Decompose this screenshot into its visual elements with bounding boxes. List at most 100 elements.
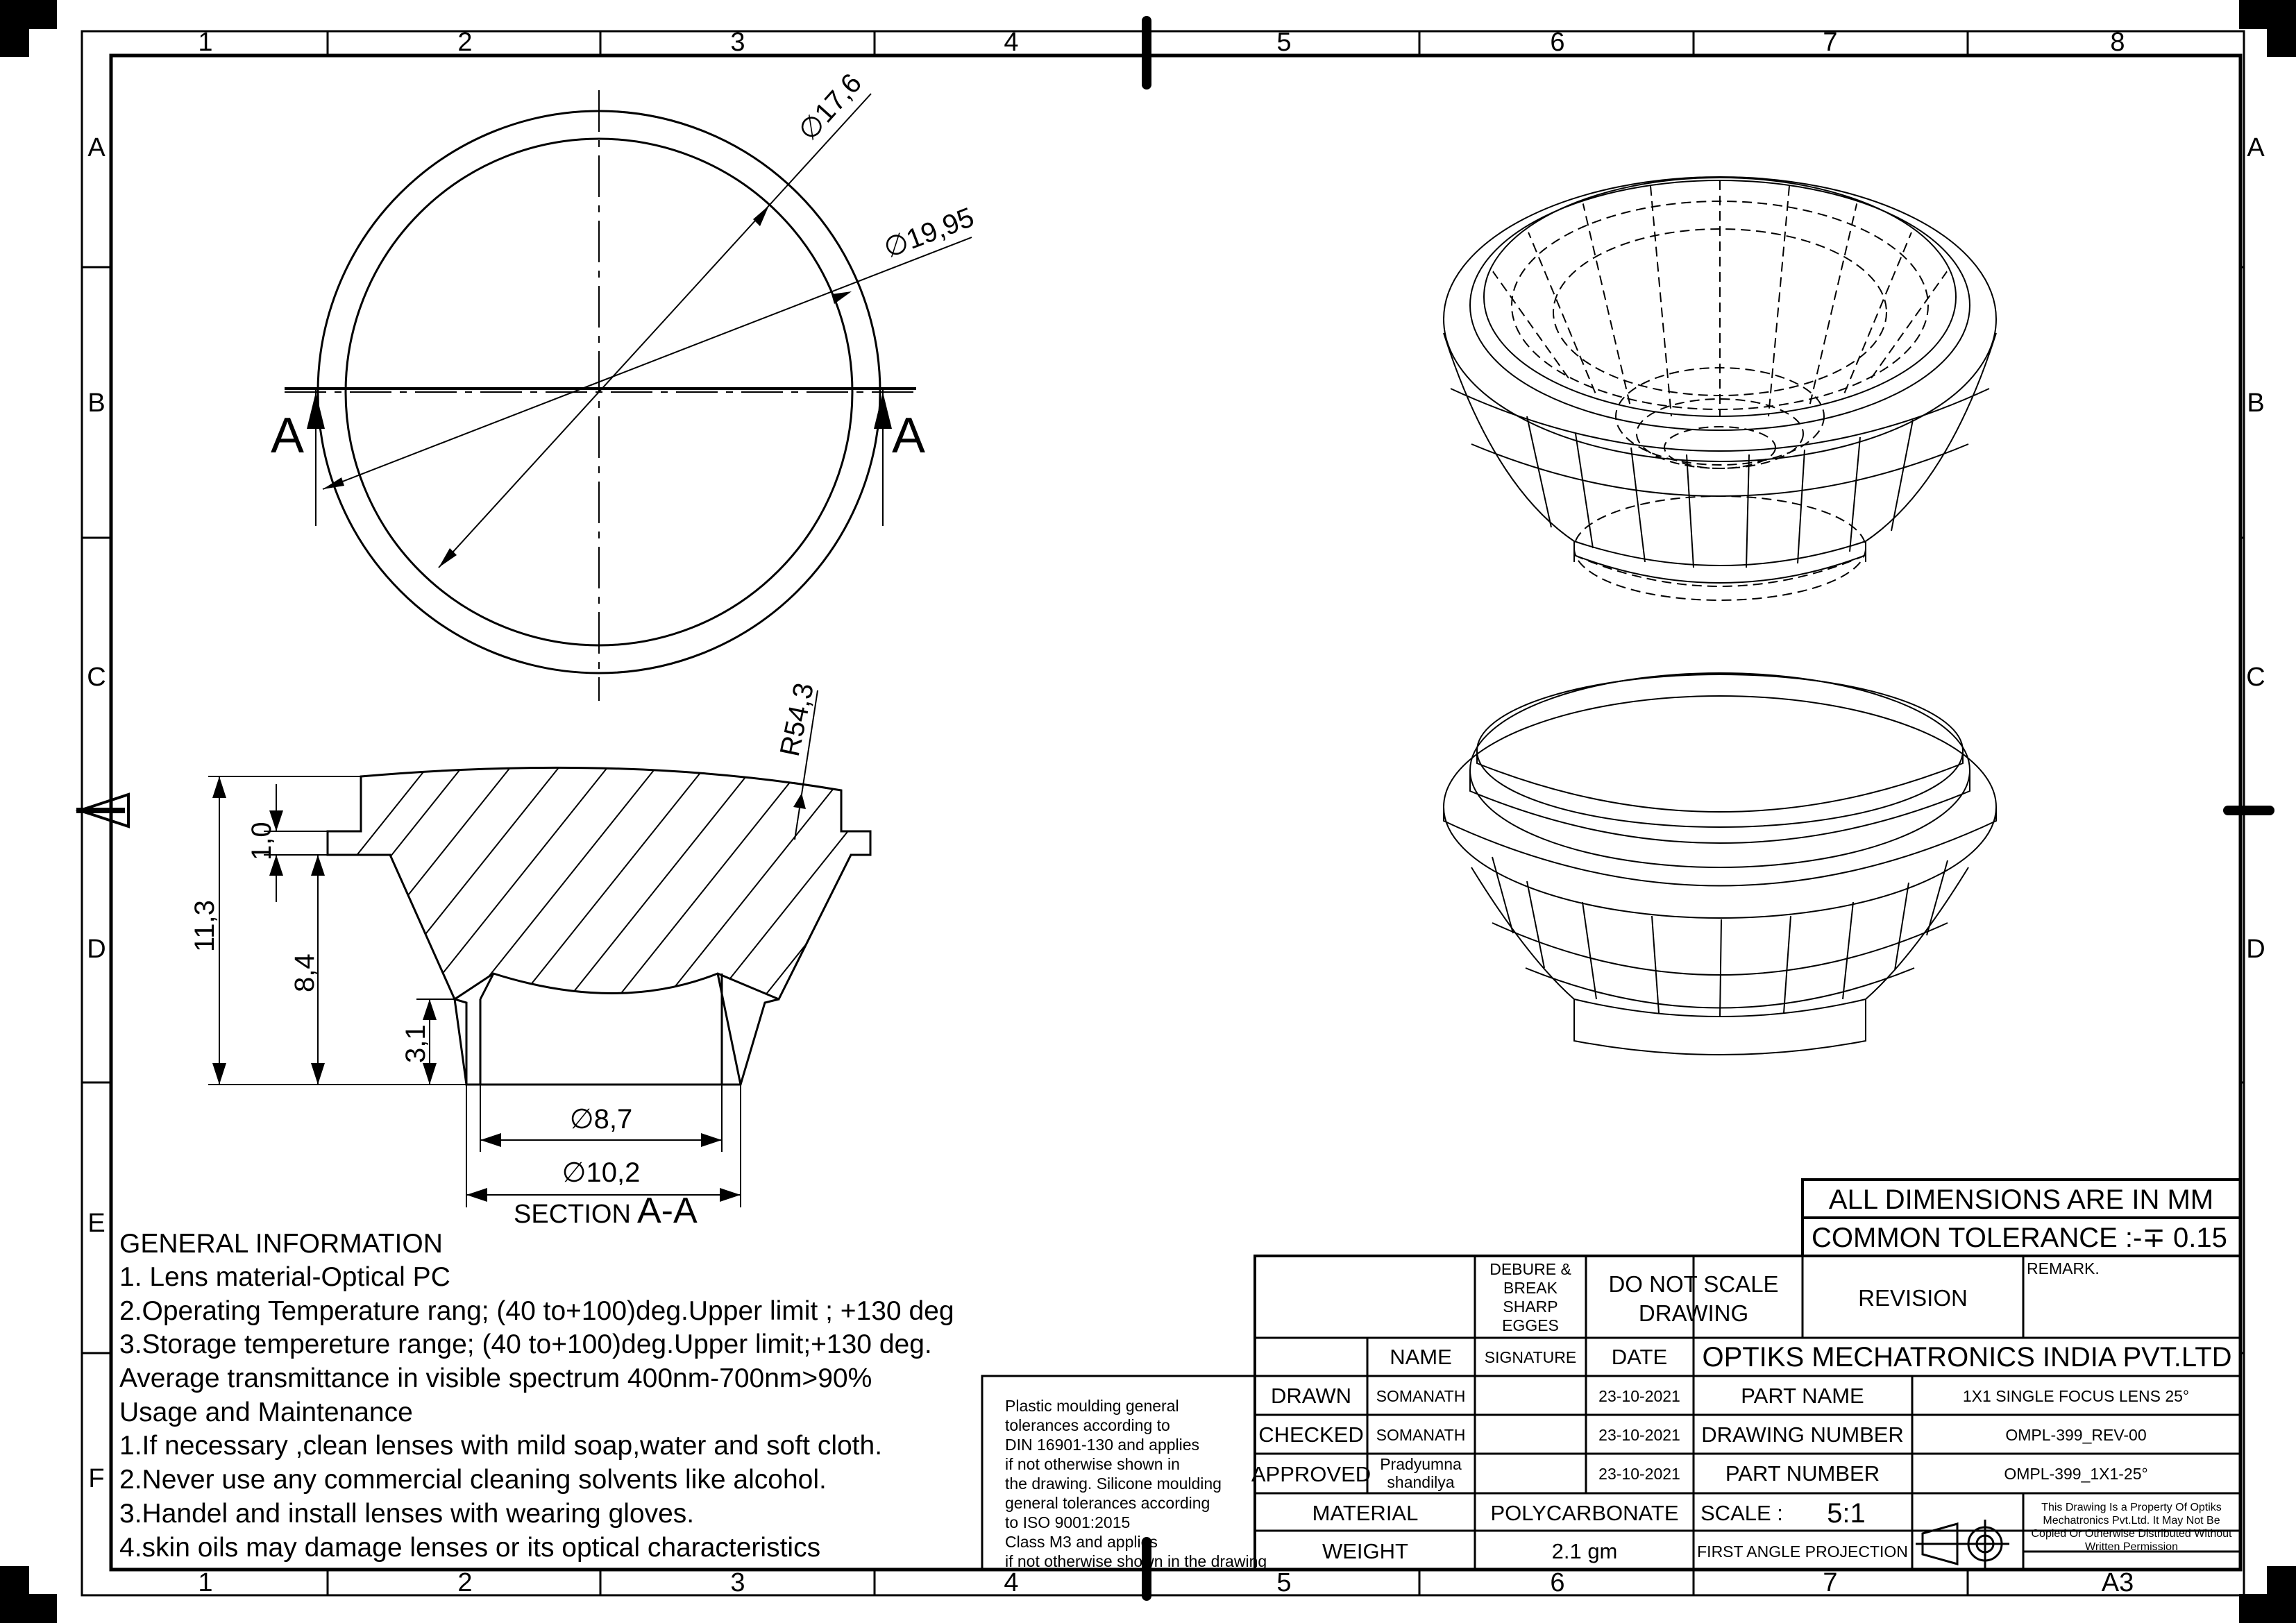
- note-line: if not otherwise shown in the drawing: [1005, 1552, 1267, 1570]
- part-number-label: PART NUMBER: [1725, 1461, 1880, 1486]
- debure-note: SHARP: [1503, 1298, 1558, 1316]
- dim-inner-base-diameter: ∅8,7: [570, 1104, 632, 1135]
- iso-view-solid: [1443, 672, 1997, 1055]
- drawing-number-label: DRAWING NUMBER: [1701, 1422, 1904, 1447]
- approved-name: Pradyumna: [1380, 1455, 1462, 1473]
- material-value: POLYCARBONATE: [1490, 1501, 1678, 1525]
- grid-labels: 1 2 3 4 5 6 7 8 1 2 3 4 5 6 7 A B C D E …: [87, 28, 2265, 1597]
- col-label-bottom: 6: [1550, 1568, 1564, 1597]
- row-label-right: D: [2246, 935, 2265, 964]
- top-view: ∅17,6 ∅19,95 A A: [271, 68, 978, 701]
- property-note: Written Permission: [2085, 1541, 2178, 1553]
- moulding-note: Plastic moulding general tolerances acco…: [981, 1375, 1267, 1571]
- drawn-date: 23-10-2021: [1598, 1387, 1680, 1405]
- col-label-bottom: 3: [730, 1568, 745, 1597]
- sheet-size: A3: [2102, 1568, 2134, 1597]
- general-information: GENERAL INFORMATION 1. Lens material-Opt…: [119, 1229, 954, 1563]
- col-label-bottom: 7: [1823, 1568, 1837, 1597]
- general-info-line: 3.Storage tempereture range; (40 to+100)…: [119, 1329, 932, 1359]
- col-label: 7: [1823, 28, 1837, 57]
- note-line: to ISO 9001:2015: [1005, 1513, 1130, 1531]
- no-scale-note: DRAWING: [1639, 1300, 1748, 1326]
- note-line: tolerances according to: [1005, 1416, 1170, 1434]
- section-mark-right: A: [892, 408, 925, 464]
- debure-note: BREAK: [1503, 1279, 1558, 1297]
- material-label: MATERIAL: [1312, 1501, 1419, 1525]
- general-info-line: Average transmittance in visible spectru…: [119, 1363, 872, 1393]
- col-label-bottom: 4: [1004, 1568, 1018, 1597]
- property-note: This Drawing Is a Property Of Optiks: [2041, 1502, 2222, 1513]
- col-label: 2: [457, 28, 472, 57]
- section-title-id: A-A: [637, 1191, 698, 1231]
- col-label: 4: [1004, 28, 1018, 57]
- section-title: SECTION: [514, 1200, 631, 1229]
- general-info-line: 2.Never use any commercial cleaning solv…: [119, 1465, 827, 1495]
- role-checked: CHECKED: [1258, 1422, 1364, 1447]
- checked-date: 23-10-2021: [1598, 1426, 1680, 1444]
- tolerance-note: COMMON TOLERANCE :-∓ 0.15: [1812, 1223, 2227, 1253]
- iso-view-open: [1443, 176, 1997, 601]
- section-mark-left: A: [271, 408, 304, 464]
- title-block: ALL DIMENSIONS ARE IN MM COMMON TOLERANC…: [1251, 1178, 2242, 1597]
- part-name-value: 1X1 SINGLE FOCUS LENS 25°: [1963, 1387, 2189, 1405]
- first-angle-projection-icon: [1916, 1520, 2009, 1568]
- dimensions-note: ALL DIMENSIONS ARE IN MM: [1829, 1184, 2213, 1215]
- scale-label: SCALE :: [1700, 1501, 1783, 1525]
- col-label-bottom: 5: [1276, 1568, 1291, 1597]
- dim-total-height: 11,3: [189, 900, 220, 952]
- row-label: B: [87, 389, 105, 418]
- general-info-line: 1.If necessary ,clean lenses with mild s…: [119, 1431, 882, 1461]
- row-label: D: [87, 935, 105, 964]
- approved-name: shandilya: [1387, 1473, 1454, 1491]
- col-label: 6: [1550, 28, 1564, 57]
- projection-label: FIRST ANGLE PROJECTION: [1697, 1543, 1908, 1561]
- property-note: Mechatronics Pvt.Ltd. It May Not Be: [2043, 1515, 2220, 1527]
- debure-note: DEBURE &: [1489, 1260, 1571, 1278]
- revision-label: REVISION: [1858, 1285, 1968, 1311]
- section-view: 1,0 11,3 8,4 3,1 R54,3 ∅8,7 ∅10,2 SECTIO…: [189, 680, 872, 1231]
- drawn-name: SOMANATH: [1376, 1387, 1466, 1405]
- general-info-line: 4.skin oils may damage lenses or its opt…: [119, 1533, 820, 1563]
- debure-note: EGGES: [1502, 1316, 1559, 1334]
- dim-inner-diameter: ∅17,6: [793, 68, 868, 146]
- company-name: OPTIKS MECHATRONICS INDIA PVT.LTD: [1702, 1342, 2231, 1373]
- note-line: DIN 16901-130 and applies: [1005, 1436, 1199, 1454]
- row-label: E: [87, 1209, 105, 1238]
- col-name-header: NAME: [1390, 1345, 1452, 1369]
- col-label: 8: [2110, 28, 2125, 57]
- col-label: 1: [198, 28, 212, 57]
- row-label-right: B: [2247, 389, 2264, 418]
- general-info-heading: GENERAL INFORMATION: [119, 1229, 443, 1259]
- note-line: if not otherwise shown in: [1005, 1455, 1180, 1473]
- no-scale-note: DO NOT SCALE: [1608, 1271, 1778, 1297]
- general-info-line: Usage and Maintenance: [119, 1397, 413, 1427]
- weight-value: 2.1 gm: [1552, 1539, 1618, 1563]
- col-date-header: DATE: [1612, 1345, 1667, 1369]
- note-line: the drawing. Silicone moulding: [1005, 1475, 1222, 1493]
- part-number-value: OMPL-399_1X1-25°: [2004, 1465, 2147, 1483]
- col-label-bottom: 1: [198, 1568, 212, 1597]
- row-label: A: [87, 133, 105, 162]
- row-label-right: C: [2246, 663, 2265, 692]
- col-signature-header: SIGNATURE: [1485, 1348, 1576, 1366]
- property-note: Copied Or Otherwise Distributed Without: [2032, 1528, 2233, 1540]
- role-approved: APPROVED: [1251, 1462, 1371, 1486]
- note-line: general tolerances according: [1005, 1494, 1210, 1512]
- dim-flange-height: 1,0: [246, 822, 277, 860]
- note-line: Plastic moulding general: [1005, 1397, 1179, 1415]
- dim-body-height: 8,4: [289, 953, 320, 992]
- scale-value: 5:1: [1827, 1498, 1866, 1529]
- general-info-line: 1. Lens material-Optical PC: [119, 1262, 450, 1292]
- general-info-line: 3.Handel and install lenses with wearing…: [119, 1499, 694, 1529]
- part-name-label: PART NAME: [1741, 1384, 1864, 1408]
- dim-outer-base-diameter: ∅10,2: [562, 1157, 641, 1188]
- col-label-bottom: 2: [457, 1568, 472, 1597]
- drawing-number-value: OMPL-399_REV-00: [2005, 1426, 2146, 1444]
- role-drawn: DRAWN: [1271, 1384, 1351, 1408]
- weight-label: WEIGHT: [1322, 1539, 1408, 1563]
- row-label: F: [88, 1464, 104, 1493]
- general-info-line: 2.Operating Temperature rang; (40 to+100…: [119, 1296, 954, 1326]
- approved-date: 23-10-2021: [1598, 1465, 1680, 1483]
